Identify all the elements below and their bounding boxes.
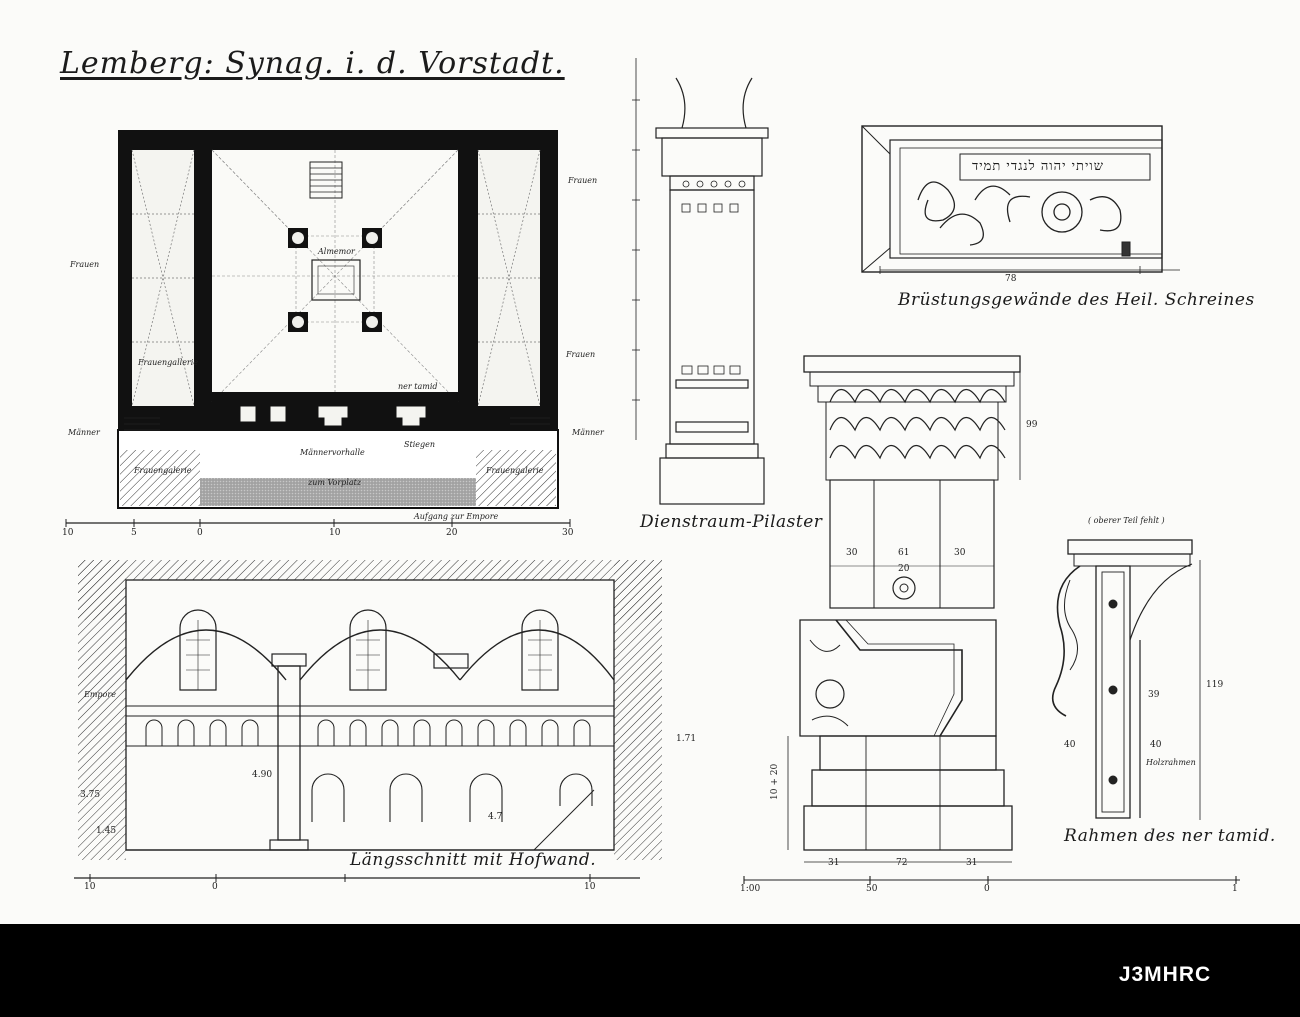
plan-label-men-left: Männer: [68, 428, 100, 437]
ner-tamid-label-wood: Holzrahmen: [1146, 758, 1196, 767]
section-gallery-label: Empore: [84, 690, 116, 699]
lower-scale-label: 1:00: [740, 884, 761, 894]
capital-base-dim: 72: [896, 858, 908, 868]
ner-tamid-dim-side: 40: [1150, 740, 1162, 750]
plan-label-vestibule-left: Frauengalerie: [134, 466, 192, 475]
plan-label-women-right: Frauen: [566, 350, 596, 359]
plan-label-almemor: Almemor: [318, 247, 355, 256]
pilaster-drawing: [632, 58, 769, 505]
section-dim: 4.7: [488, 812, 503, 822]
drawing-linework: [65, 58, 1240, 884]
plan-label-vestibule-right: Frauengalerie: [486, 466, 544, 475]
section-dim: 1.45: [96, 826, 117, 836]
plan-scale-label: 5: [131, 528, 137, 538]
plan-scale-label: 20: [446, 528, 458, 538]
section-dim: 4.90: [252, 770, 273, 780]
bottom-bar: [0, 924, 1300, 1017]
plan-label-vestibule: Männervorhalle: [300, 448, 365, 457]
plan-scale-caption: Aufgang zur Empore: [414, 512, 499, 521]
plan-label-women-right-top: Frauen: [568, 176, 598, 185]
plan-scale-label: 10: [329, 528, 341, 538]
capital-base-dim: 31: [966, 858, 978, 868]
section-scale-label: 10: [84, 882, 96, 892]
section-drawing: [74, 560, 662, 882]
capital-dim: 30: [846, 548, 858, 558]
capital-dim: 20: [898, 564, 910, 574]
ner-tamid-frame-drawing: [1051, 539, 1201, 820]
floor-plan: [65, 130, 571, 527]
ner-tamid-dim-side: 40: [1064, 740, 1076, 750]
plan-scale-label: 10: [62, 528, 74, 538]
ark-hebrew-inscription: שויתי יהוה לנגדי תמיד: [972, 159, 1104, 174]
ark-frame-caption: Brüstungsgewände des Heil. Schreines: [898, 290, 1255, 310]
capital-drawing: [787, 355, 1021, 863]
plan-scale-label: 30: [562, 528, 574, 538]
ner-tamid-note: ( oberer Teil fehlt ): [1088, 516, 1165, 525]
drawing-sheet: Lemberg: Synag. i. d. Vorstadt. Frauen F…: [60, 46, 1276, 894]
plan-label-men-right: Männer: [572, 428, 604, 437]
section-scale-label: 0: [212, 882, 218, 892]
lower-scale-bar: [743, 876, 1240, 884]
plan-scale-label: 0: [197, 528, 203, 538]
section-caption: Längsschnitt mit Hofwand.: [350, 850, 597, 870]
ner-tamid-dim-inner: 39: [1148, 690, 1160, 700]
sheet-title: Lemberg: Synag. i. d. Vorstadt.: [60, 46, 565, 81]
lower-scale-label: 1: [1232, 884, 1238, 894]
plan-label-gallery-hall: Frauengallerie: [138, 358, 199, 367]
capital-dim: 61: [898, 548, 910, 558]
ark-dim-width: 78: [1005, 274, 1017, 284]
section-dim: 3.75: [80, 790, 101, 800]
lower-scale-label: 0: [984, 884, 990, 894]
plan-label-stair: Stiegen: [404, 440, 435, 449]
ner-tamid-dim-height: 119: [1206, 680, 1224, 690]
section-dim: 1.71: [676, 734, 697, 744]
capital-base-dim: 31: [828, 858, 840, 868]
plan-label-ner-tamid: ner tamid: [398, 382, 438, 391]
lower-scale-label: 50: [866, 884, 878, 894]
capital-base-dim-height: 10 + 20: [770, 763, 780, 800]
capital-dim-height: 99: [1026, 420, 1038, 430]
plan-label-forecourt: zum Vorplatz: [308, 478, 362, 487]
ner-tamid-caption: Rahmen des ner tamid.: [1064, 826, 1276, 846]
ark-frame-drawing: [861, 125, 1180, 274]
section-scale-label: 10: [584, 882, 596, 892]
plan-label-women-left: Frauen: [70, 260, 100, 269]
pilaster-caption: Dienstraum-Pilaster: [640, 512, 823, 532]
capital-dim: 30: [954, 548, 966, 558]
stock-id-label: J3MHRC: [1118, 963, 1212, 986]
